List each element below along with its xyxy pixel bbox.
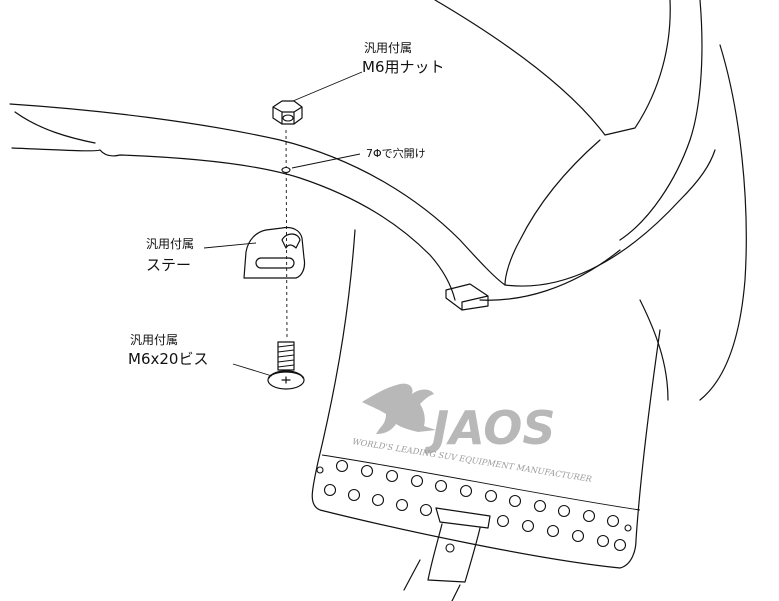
screw-label-name: M6x20ビス [128,350,209,368]
flare-inner-line [504,139,601,286]
nut-label-name: M6用ナット [362,58,445,76]
screw-leader [232,363,273,377]
nut-label-category: 汎用付属 [364,41,413,55]
flap-strap [427,507,491,583]
m6x20-screw [267,341,305,390]
screw-label-category: 汎用付属 [130,333,179,347]
mud-flap-outline [311,229,661,569]
stay-bracket [243,226,306,279]
stay-label-name: ステー [146,256,192,274]
logo-brand: JAOS [424,401,556,455]
fender-flare-upper [9,103,716,287]
flare-end [479,249,621,301]
tire-arc [699,44,747,401]
body-panel-outline [434,0,671,136]
body-panel-edge [619,0,703,241]
stay-leader [203,242,257,249]
jaos-logo: JAOS WORLD'S LEADING SUV EQUIPMENT MANUF… [352,383,593,484]
fender-flare-lower [11,111,456,301]
drill-label: 7Φで穴開け [366,147,426,160]
strap-tail [403,559,461,601]
nut-leader [292,71,363,102]
drill-leader [291,153,361,169]
kangaroo-mark [362,383,436,434]
strap-hole [445,543,455,553]
m6-nut [272,100,303,125]
mud-flap-bracket [445,283,489,311]
body-rear-edge [639,299,669,401]
mud-flap-strip-line [321,454,641,511]
drill-hole-mark [281,166,291,174]
stay-label-category: 汎用付属 [146,237,195,251]
flap-holes [316,459,632,552]
assembly-axis [285,129,288,339]
